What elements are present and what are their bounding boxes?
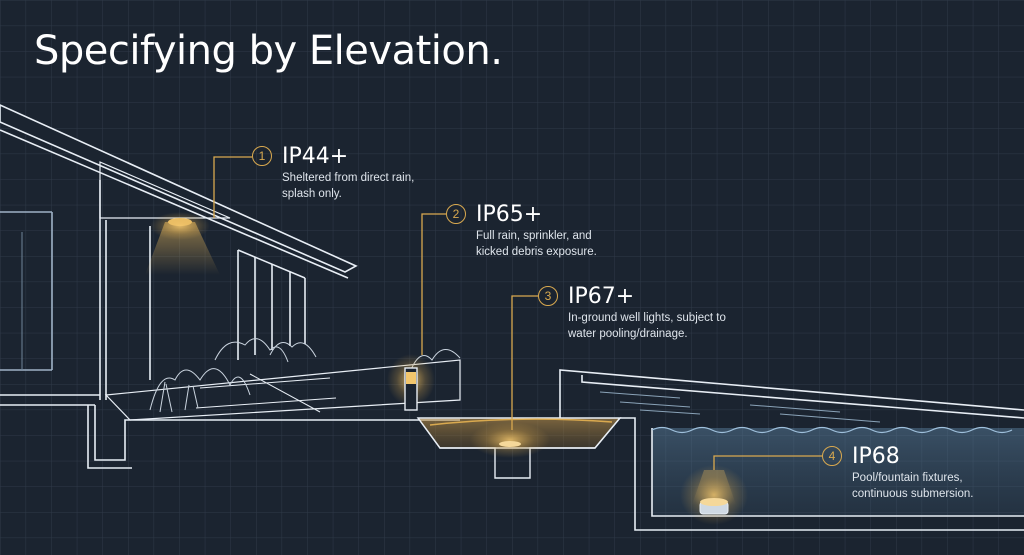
- well-light-fixture: [416, 417, 622, 479]
- callout-number-badge: 3: [538, 286, 558, 306]
- callout-number-badge: 1: [252, 146, 272, 166]
- callout-number-badge: 2: [446, 204, 466, 224]
- page-title: Specifying by Elevation.: [34, 28, 503, 74]
- callout-description-line-1: Pool/fountain fixtures,: [852, 472, 963, 484]
- callout-number-badge: 4: [822, 446, 842, 466]
- ip-rating-label: IP65+: [476, 202, 543, 227]
- callout-description-line-1: Full rain, sprinkler, and: [476, 230, 592, 242]
- house: [0, 104, 461, 469]
- callout-description-line-1: In-ground well lights, subject to: [568, 312, 726, 324]
- callout-leaders: [213, 156, 822, 470]
- callout-description-line-2: splash only.: [282, 188, 342, 200]
- ip-rating-label: IP44+: [282, 144, 349, 169]
- ip-rating-label: IP67+: [568, 284, 635, 309]
- callout-description-line-2: continuous submersion.: [852, 488, 974, 500]
- bollard-light-fixture: [387, 354, 435, 411]
- pool-light-fixture: [680, 465, 748, 525]
- ip-rating-label: IP68: [852, 444, 900, 469]
- callout-description-line-2: water pooling/drainage.: [568, 328, 688, 340]
- callout-description-line-2: kicked debris exposure.: [476, 246, 597, 258]
- shrubs: [149, 338, 461, 413]
- wall-light-fixture: [145, 212, 220, 275]
- callout-description-line-1: Sheltered from direct rain,: [282, 172, 415, 184]
